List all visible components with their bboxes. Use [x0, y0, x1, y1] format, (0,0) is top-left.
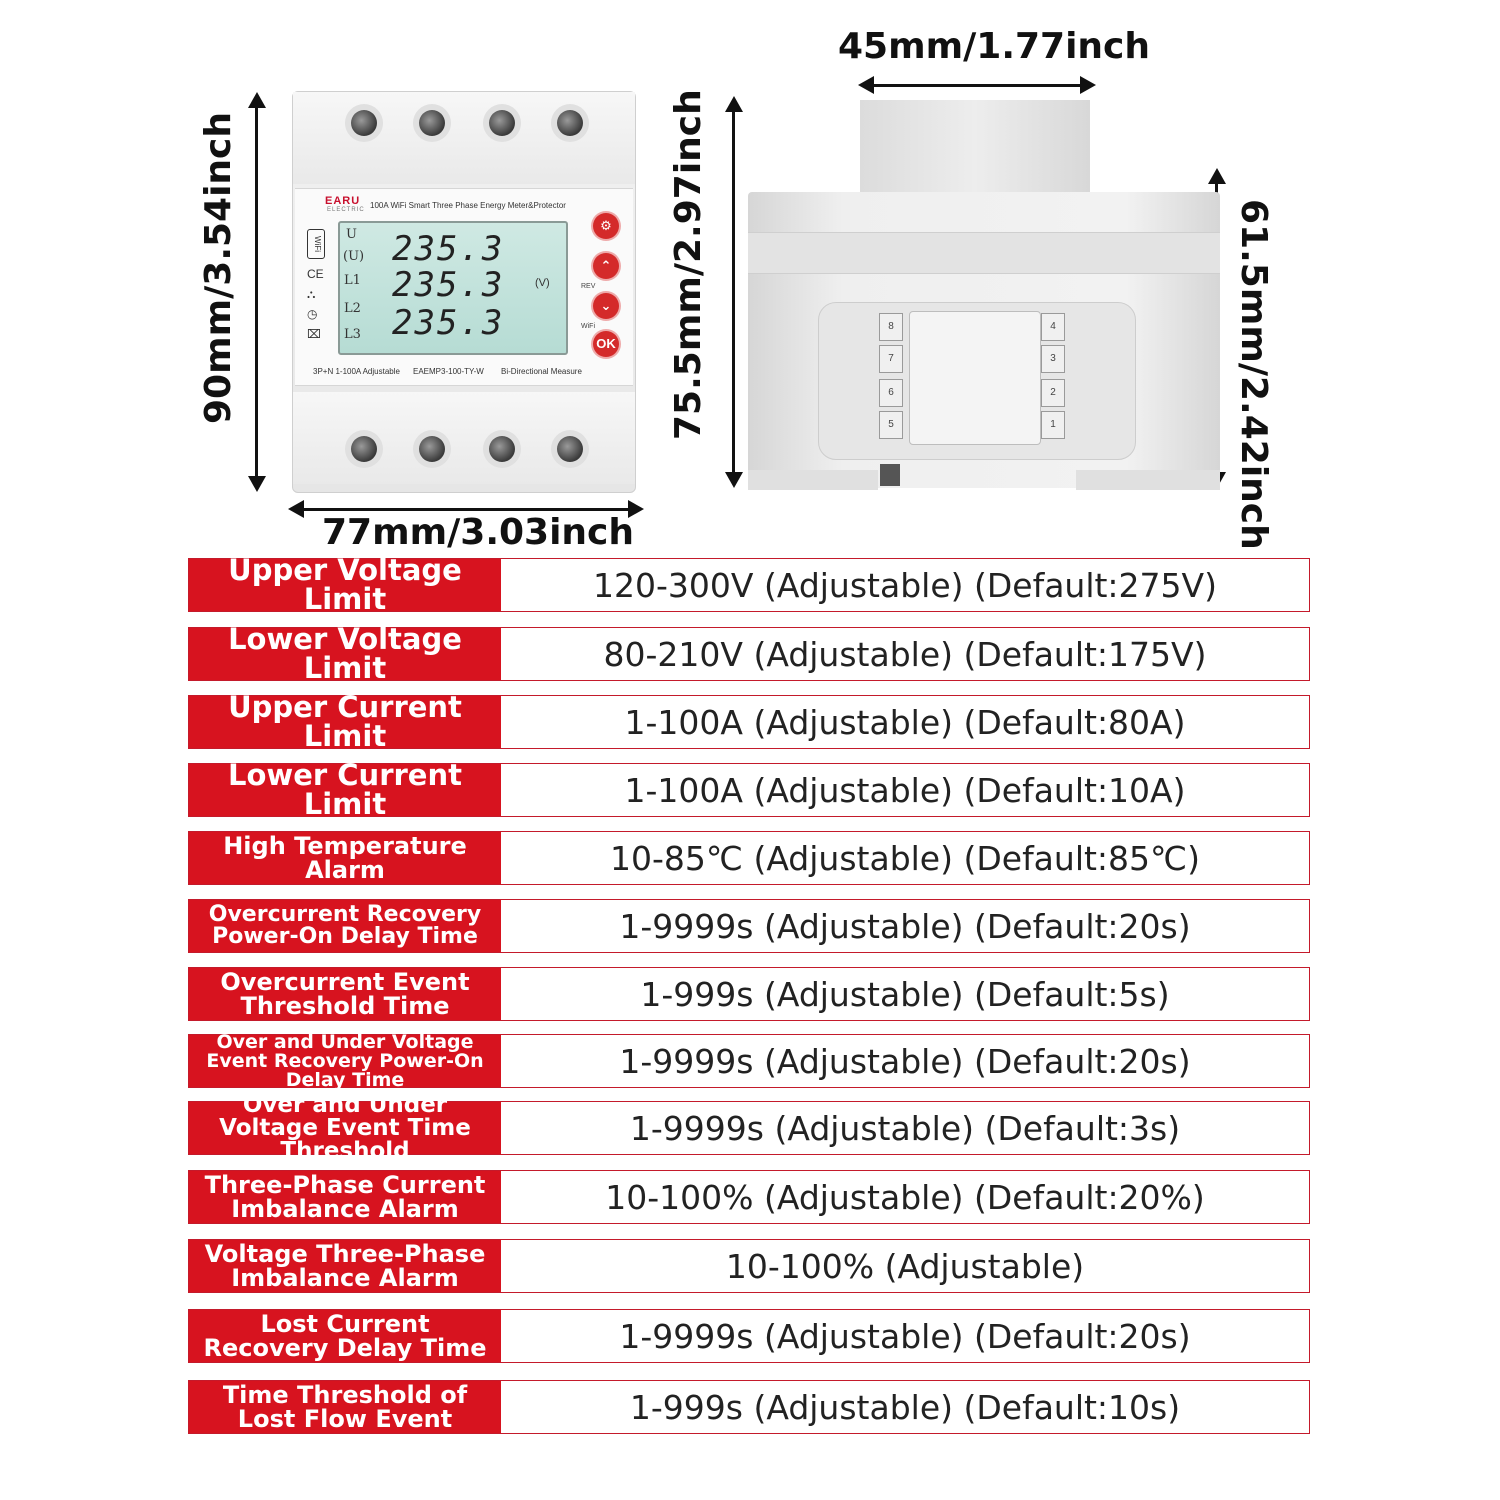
down-button[interactable]: ⌄	[593, 293, 619, 319]
spec-value: 1-9999s (Adjustable) (Default:20s)	[619, 906, 1191, 946]
network-icon: ⛬	[307, 287, 316, 301]
screw-icon	[557, 436, 583, 462]
footer-spec: 3P+N 1-100A Adjustable	[313, 367, 400, 376]
lcd-label: (U)	[343, 249, 365, 264]
side-cover-band	[748, 232, 1220, 274]
spec-label: Overcurrent Recovery Power-On Delay Time	[189, 900, 501, 952]
spec-row: Over and Under Voltage Event Time Thresh…	[188, 1093, 1310, 1162]
spec-value: 1-999s (Adjustable) (Default:10s)	[629, 1387, 1181, 1427]
spec-label: Over and Under Voltage Event Time Thresh…	[189, 1093, 501, 1162]
side-depth-label: 61.5mm/2.42inch	[1233, 199, 1274, 550]
spec-label: Voltage Three-Phase Imbalance Alarm	[189, 1240, 501, 1292]
spec-value: 1-9999s (Adjustable) (Default:20s)	[619, 1316, 1191, 1356]
front-width-label: 77mm/3.03inch	[322, 512, 635, 553]
spec-value: 1-9999s (Adjustable) (Default:20s)	[619, 1041, 1191, 1081]
spec-value: 1-9999s (Adjustable) (Default:3s)	[629, 1108, 1181, 1148]
spec-label: Lower Voltage Limit	[189, 625, 501, 683]
lcd-label: L3	[344, 327, 361, 342]
screw-icon	[351, 436, 377, 462]
spec-label: Time Threshold of Lost Flow Event	[189, 1381, 501, 1433]
spec-label: Overcurrent Event Threshold Time	[189, 968, 501, 1020]
spec-label: Upper Voltage Limit	[189, 556, 501, 614]
spec-row: Voltage Three-Phase Imbalance Alarm 10-1…	[188, 1239, 1310, 1293]
footer-mode: Bi-Directional Measure	[501, 367, 582, 376]
spec-label: Upper Current Limit	[189, 693, 501, 751]
brand-logo: EARU	[325, 195, 361, 207]
spec-label: Over and Under Voltage Event Recovery Po…	[189, 1032, 501, 1089]
spec-value: 10-100% (Adjustable) (Default:20%)	[605, 1177, 1205, 1217]
spec-row: Upper Current Limit 1-100A (Adjustable) …	[188, 693, 1310, 751]
spec-value: 10-85℃ (Adjustable) (Default:85℃)	[610, 838, 1200, 878]
spec-row: Over and Under Voltage Event Recovery Po…	[188, 1032, 1310, 1089]
brand-sub: ELECTRIC	[327, 207, 365, 213]
side-top-width-label: 45mm/1.77inch	[838, 26, 1151, 67]
screw-icon	[489, 436, 515, 462]
spec-row: Three-Phase Current Imbalance Alarm 10-1…	[188, 1170, 1310, 1224]
din-foot-left	[748, 470, 878, 490]
lcd-display: U (U) L1 L2 L3 235.3 235.3 235.3 (V)	[338, 221, 568, 355]
lcd-label: L1	[344, 273, 361, 288]
lcd-reading: 235.3	[392, 265, 505, 305]
spec-label: Lost Current Recovery Delay Time	[189, 1310, 501, 1362]
meter-faceplate: EARU ELECTRIC 100A WiFi Smart Three Phas…	[295, 188, 633, 386]
spec-value: 120-300V (Adjustable) (Default:275V)	[593, 565, 1217, 605]
din-rail-clip	[860, 100, 1090, 192]
spec-value: 80-210V (Adjustable) (Default:175V)	[603, 634, 1207, 674]
terminal: 5	[879, 411, 903, 439]
screw-icon	[419, 436, 445, 462]
up-button[interactable]: ⌃	[593, 253, 619, 279]
lcd-reading: 235.3	[392, 229, 505, 269]
spec-row: Upper Voltage Limit 120-300V (Adjustable…	[188, 556, 1310, 614]
side-height-label: 75.5mm/2.97inch	[668, 89, 709, 440]
spec-label: Lower Current Limit	[189, 761, 501, 819]
terminal: 7	[879, 345, 903, 373]
screw-icon	[489, 110, 515, 136]
terminal-panel: 8 7 6 5 4 3 2 1	[818, 302, 1136, 460]
spec-row: Lower Current Limit 1-100A (Adjustable) …	[188, 761, 1310, 819]
screw-icon	[351, 110, 377, 136]
bottom-terminal-cover	[293, 392, 635, 484]
spec-label: Three-Phase Current Imbalance Alarm	[189, 1171, 501, 1223]
din-foot-right	[1076, 470, 1220, 490]
bin-icon: ⌧	[307, 327, 321, 341]
spec-row: Overcurrent Event Threshold Time 1-999s …	[188, 967, 1310, 1021]
terminal: 1	[1041, 411, 1065, 439]
terminal-window	[909, 311, 1041, 445]
lcd-label: U	[346, 227, 357, 242]
lcd-label: L2	[344, 301, 361, 316]
screw-icon	[557, 110, 583, 136]
lcd-reading: 235.3	[392, 303, 505, 343]
spec-label: High Temperature Alarm	[189, 832, 501, 884]
terminal: 4	[1041, 313, 1065, 341]
terminal: 3	[1041, 345, 1065, 373]
spec-row: Time Threshold of Lost Flow Event 1-999s…	[188, 1380, 1310, 1434]
product-title: 100A WiFi Smart Three Phase Energy Meter…	[370, 201, 566, 210]
screw-icon	[419, 110, 445, 136]
energy-meter-front: EARU ELECTRIC 100A WiFi Smart Three Phas…	[292, 91, 636, 493]
ok-button[interactable]: OK	[593, 331, 619, 357]
spec-value: 1-999s (Adjustable) (Default:5s)	[640, 974, 1170, 1014]
spec-row: Lost Current Recovery Delay Time 1-9999s…	[188, 1309, 1310, 1363]
spec-row: Overcurrent Recovery Power-On Delay Time…	[188, 899, 1310, 953]
din-latch	[880, 464, 900, 486]
lcd-unit: (V)	[535, 277, 550, 289]
spec-value: 1-100A (Adjustable) (Default:80A)	[624, 702, 1186, 742]
front-height-label: 90mm/3.54inch	[198, 111, 239, 424]
terminal: 2	[1041, 379, 1065, 407]
settings-button[interactable]: ⚙	[593, 213, 619, 239]
spec-value: 10-100% (Adjustable)	[725, 1246, 1085, 1286]
top-terminal-cover	[293, 92, 635, 184]
terminal: 6	[879, 379, 903, 407]
ce-mark-icon: CE	[307, 267, 324, 281]
spec-value: 1-100A (Adjustable) (Default:10A)	[624, 770, 1186, 810]
clock-icon: ◷	[307, 307, 318, 321]
spec-row: High Temperature Alarm 10-85℃ (Adjustabl…	[188, 831, 1310, 885]
terminal: 8	[879, 313, 903, 341]
rev-caption: REV	[581, 283, 596, 290]
spec-row: Lower Voltage Limit 80-210V (Adjustable)…	[188, 625, 1310, 683]
footer-model: EAEMP3-100-TY-W	[413, 367, 484, 376]
wifi-caption: WiFi	[581, 323, 595, 330]
wifi-icon: WiFi	[307, 229, 325, 259]
